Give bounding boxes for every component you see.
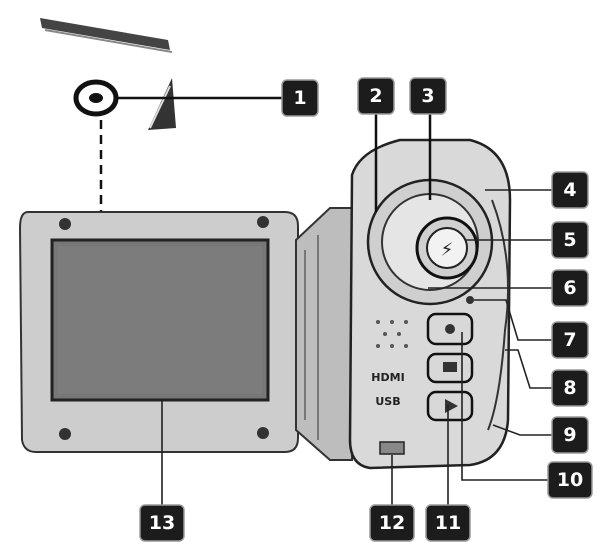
- callout-6-number: 6: [563, 277, 576, 299]
- lcd-hinge: [295, 207, 353, 461]
- callout-10: 10: [547, 461, 593, 499]
- callout-3-number: 3: [421, 85, 434, 107]
- callout-2-number: 2: [369, 85, 382, 107]
- callout-5-number: 5: [563, 229, 576, 251]
- callout-6: 6: [551, 269, 589, 307]
- leader-7: [474, 299, 552, 341]
- callout-3: 3: [409, 77, 447, 115]
- callout-13-number: 13: [149, 512, 175, 534]
- callout-10-number: 10: [557, 469, 583, 491]
- leader-8: [505, 349, 552, 389]
- callout-8: 8: [551, 369, 589, 407]
- callout-1: 1: [281, 79, 319, 117]
- photo-button[interactable]: [426, 352, 474, 384]
- power-icon: ⚡: [441, 240, 454, 261]
- speaker-grille: [376, 320, 408, 348]
- callout-1-number: 1: [293, 87, 306, 109]
- usb-port-label: USB: [375, 395, 400, 408]
- record-button[interactable]: [426, 312, 474, 346]
- callout-5: 5: [551, 221, 589, 259]
- callout-2: 2: [357, 77, 395, 115]
- leader-10: [461, 332, 552, 481]
- mode-dial: ⚡: [366, 178, 494, 306]
- callout-7: 7: [551, 321, 589, 359]
- callout-7-number: 7: [563, 329, 576, 351]
- callout-13: 13: [139, 504, 185, 542]
- callout-4: 4: [551, 171, 589, 209]
- strap-piece: [40, 18, 173, 53]
- leader-9: [492, 424, 552, 436]
- lcd-panel: [18, 211, 299, 453]
- hdmi-port-label: HDMI: [371, 371, 404, 384]
- detached-lens-ring: [73, 78, 176, 130]
- callout-12-number: 12: [379, 512, 405, 534]
- callout-11-number: 11: [435, 512, 461, 534]
- callout-11: 11: [425, 504, 471, 542]
- camera-icon: [445, 324, 455, 334]
- callout-12: 12: [369, 504, 415, 542]
- indicator-led: [466, 296, 474, 304]
- callout-8-number: 8: [563, 377, 576, 399]
- callout-9-number: 9: [563, 424, 576, 446]
- callout-4-number: 4: [563, 179, 576, 201]
- picture-icon: [443, 362, 457, 372]
- playback-button[interactable]: [426, 390, 474, 422]
- callout-9: 9: [551, 416, 589, 454]
